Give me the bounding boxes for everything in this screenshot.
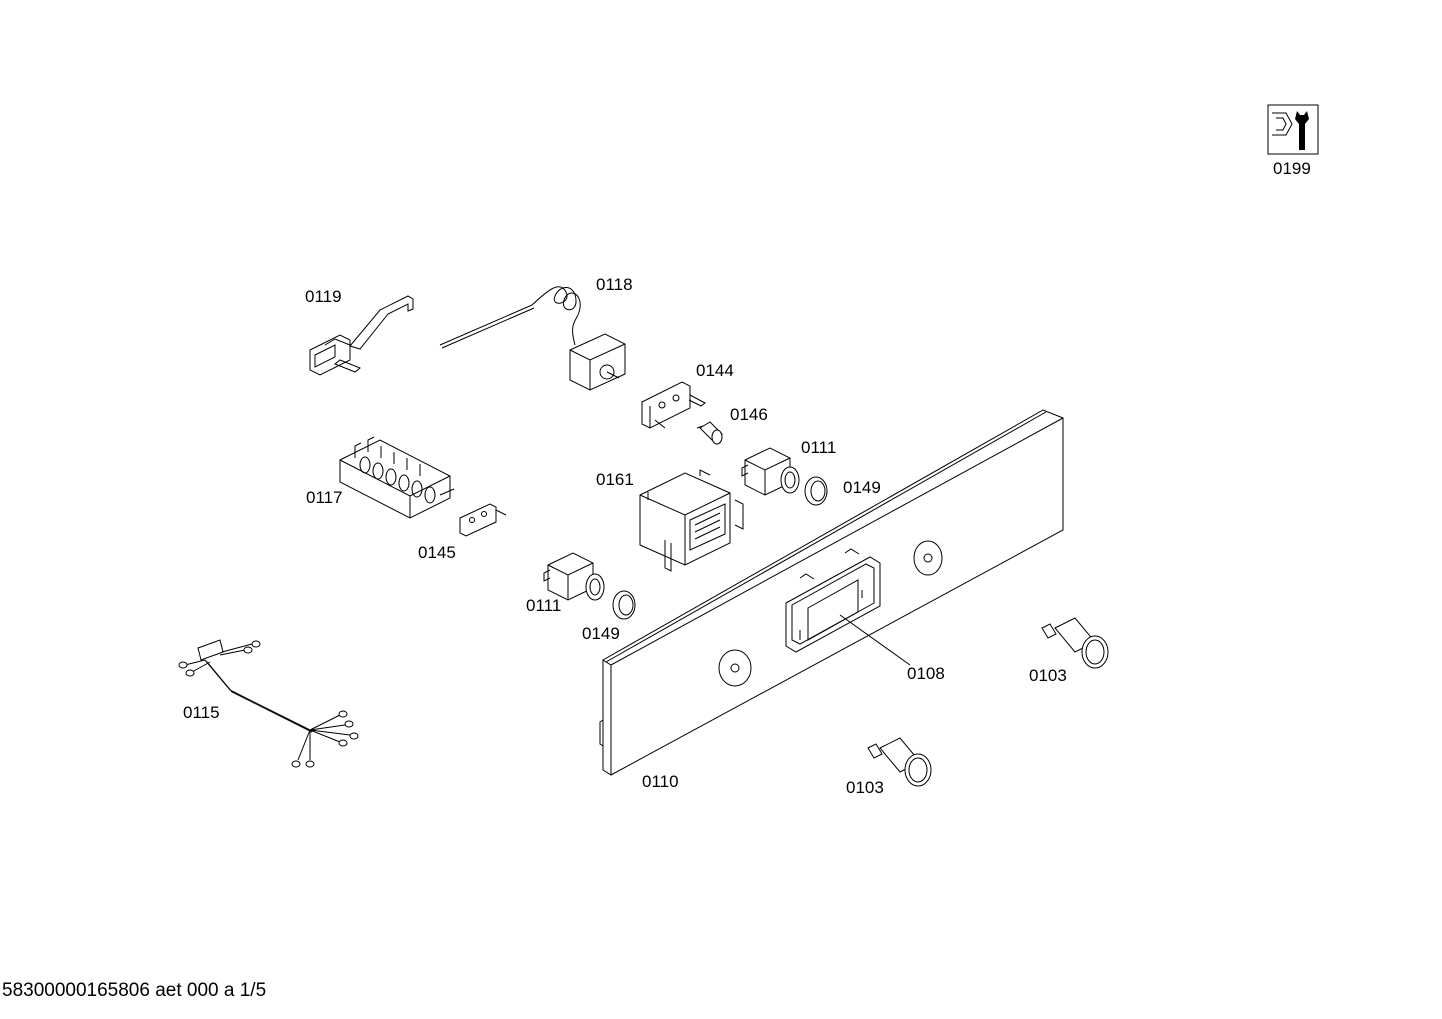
- part-0108-display[interactable]: [785, 548, 881, 653]
- label-0117: 0117: [306, 488, 343, 507]
- label-0111-lower: 0111: [526, 596, 561, 615]
- label-0118: 0118: [596, 275, 633, 294]
- service-tool-icon[interactable]: [1267, 104, 1319, 155]
- part-0145-bracket[interactable]: [459, 503, 507, 537]
- part-0149-ring-lower[interactable]: [612, 590, 636, 620]
- label-0199: 0199: [1273, 159, 1311, 178]
- label-0111-upper: 0111: [801, 438, 836, 457]
- part-0144-bracket[interactable]: [641, 381, 706, 429]
- part-0118-thermostat[interactable]: [439, 286, 626, 391]
- part-0115-cable-harness[interactable]: [178, 639, 359, 768]
- drawing-footer: 58300000165806 aet 000 a 1/5: [2, 980, 267, 1001]
- label-0161: 0161: [596, 470, 634, 489]
- label-0108: 0108: [907, 664, 945, 683]
- label-0144: 0144: [696, 361, 734, 380]
- label-0149-upper: 0149: [843, 478, 881, 497]
- label-0149-lower: 0149: [582, 624, 620, 643]
- part-0103-knob-lower[interactable]: [867, 737, 932, 787]
- label-0115: 0115: [183, 703, 220, 722]
- part-0111-switch-lower[interactable]: [543, 552, 605, 601]
- part-0146-cylinder[interactable]: [696, 421, 723, 445]
- label-0110: 0110: [642, 772, 679, 791]
- part-0103-knob-right[interactable]: [1041, 617, 1109, 669]
- label-0145: 0145: [418, 543, 456, 562]
- part-0111-switch-upper[interactable]: [741, 447, 800, 496]
- part-0149-ring-upper[interactable]: [804, 476, 828, 506]
- label-0119: 0119: [305, 287, 342, 306]
- label-0103-right: 0103: [1029, 666, 1067, 685]
- part-0119-bracket[interactable]: [309, 295, 414, 376]
- label-0103-lower: 0103: [846, 778, 884, 797]
- part-0161-module[interactable]: [639, 469, 744, 572]
- part-0117-terminal-block[interactable]: [339, 436, 455, 519]
- label-0146: 0146: [730, 405, 768, 424]
- leader-0108: [839, 614, 911, 666]
